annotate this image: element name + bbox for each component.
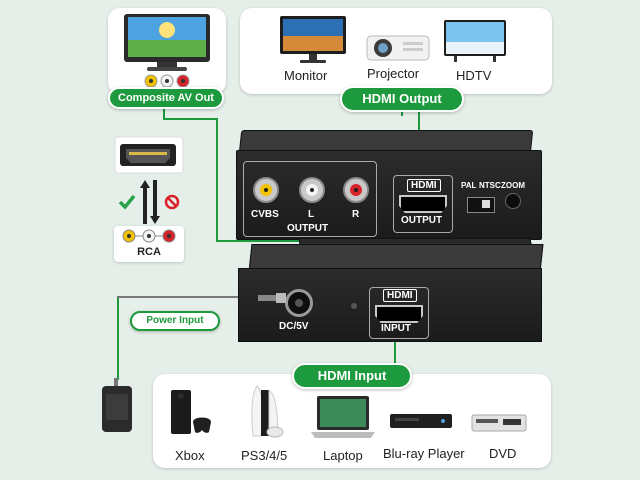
hdmi-output-bottom-label: OUTPUT <box>401 215 443 226</box>
rca-jack-right <box>343 177 369 203</box>
dc-power-jack <box>285 289 313 317</box>
dc-plug-icon <box>258 292 288 304</box>
hdtv-icon <box>442 18 508 64</box>
converter-back-panel: DC/5V HDMI INPUT <box>238 268 542 342</box>
audio-right-label: R <box>352 209 360 220</box>
device-label-hdtv: HDTV <box>456 68 492 83</box>
display-devices-card: Monitor Projector HDTV <box>240 8 552 94</box>
device-label-dvd: DVD <box>489 446 517 461</box>
connector-line-power-h <box>117 296 267 298</box>
tv-rca-jacks-icon <box>144 74 190 88</box>
pal-label: PAL <box>461 181 477 190</box>
device-label-bluray: Blu-ray Player <box>383 446 465 461</box>
check-icon <box>118 194 136 210</box>
bluray-player-icon <box>389 410 453 432</box>
connector-line-tv-h <box>163 118 218 120</box>
xbox-icon <box>167 388 213 438</box>
connector-line-power <box>117 296 119 380</box>
hdmi-cable-icon <box>114 136 184 174</box>
device-label-xbox: Xbox <box>175 448 205 463</box>
device-label-ps: PS3/4/5 <box>241 448 288 463</box>
hdmi-input-bottom-label: INPUT <box>381 323 411 334</box>
hdmi-output-frame <box>393 175 453 233</box>
laptop-icon <box>309 394 377 440</box>
av-output-bracket <box>243 161 377 237</box>
pal-ntsc-switch[interactable] <box>467 197 495 213</box>
connector-line-tv-v <box>216 118 218 242</box>
ntsc-label: NTSC <box>479 181 501 190</box>
connector-line-hdmi-in <box>394 330 396 366</box>
connector-line-tv <box>163 104 165 120</box>
power-adapter-icon <box>100 378 134 434</box>
rca-card: RCA <box>114 226 184 262</box>
crt-tv-icon <box>122 12 212 74</box>
composite-av-out-badge: Composite AV Out <box>108 87 224 109</box>
prohibited-icon <box>164 194 180 210</box>
projector-icon <box>365 30 431 64</box>
device-label-monitor: Monitor <box>284 68 328 83</box>
device-label-laptop: Laptop <box>323 448 363 463</box>
hdmi-output-port <box>399 195 447 213</box>
hdmi-output-top-label: HDMI <box>407 179 441 192</box>
convert-arrows-icon <box>138 176 162 228</box>
hdmi-input-badge: HDMI Input <box>292 363 412 389</box>
av-output-label: OUTPUT <box>287 223 329 234</box>
power-input-badge: Power Input <box>130 311 220 331</box>
device-label-projector: Projector <box>367 66 420 81</box>
zoom-button[interactable] <box>505 193 521 209</box>
rca-connectors-icon <box>119 229 179 243</box>
hdmi-input-port <box>375 305 423 323</box>
monitor-icon <box>278 14 348 64</box>
hdmi-input-frame <box>369 287 429 339</box>
dvd-player-icon <box>471 412 527 434</box>
source-devices-card: Xbox PS3/4/5 Laptop Blu-ray Player <box>153 374 551 468</box>
rca-jack-cvbs <box>253 177 279 203</box>
rca-jack-left <box>299 177 325 203</box>
rca-label: RCA <box>137 246 161 258</box>
converter-front-panel: CVBS L R OUTPUT HDMI OUTPUT PAL NTSC ZOO… <box>236 150 542 240</box>
cvbs-label: CVBS <box>251 209 279 220</box>
dc-5v-label: DC/5V <box>279 321 309 332</box>
composite-tv-card <box>108 8 226 94</box>
hdmi-output-badge: HDMI Output <box>340 86 464 112</box>
zoom-label: ZOOM <box>501 181 525 190</box>
audio-left-label: L <box>308 209 315 220</box>
power-led <box>351 303 357 309</box>
hdmi-input-top-label: HDMI <box>383 289 417 302</box>
playstation-icon <box>249 384 285 440</box>
